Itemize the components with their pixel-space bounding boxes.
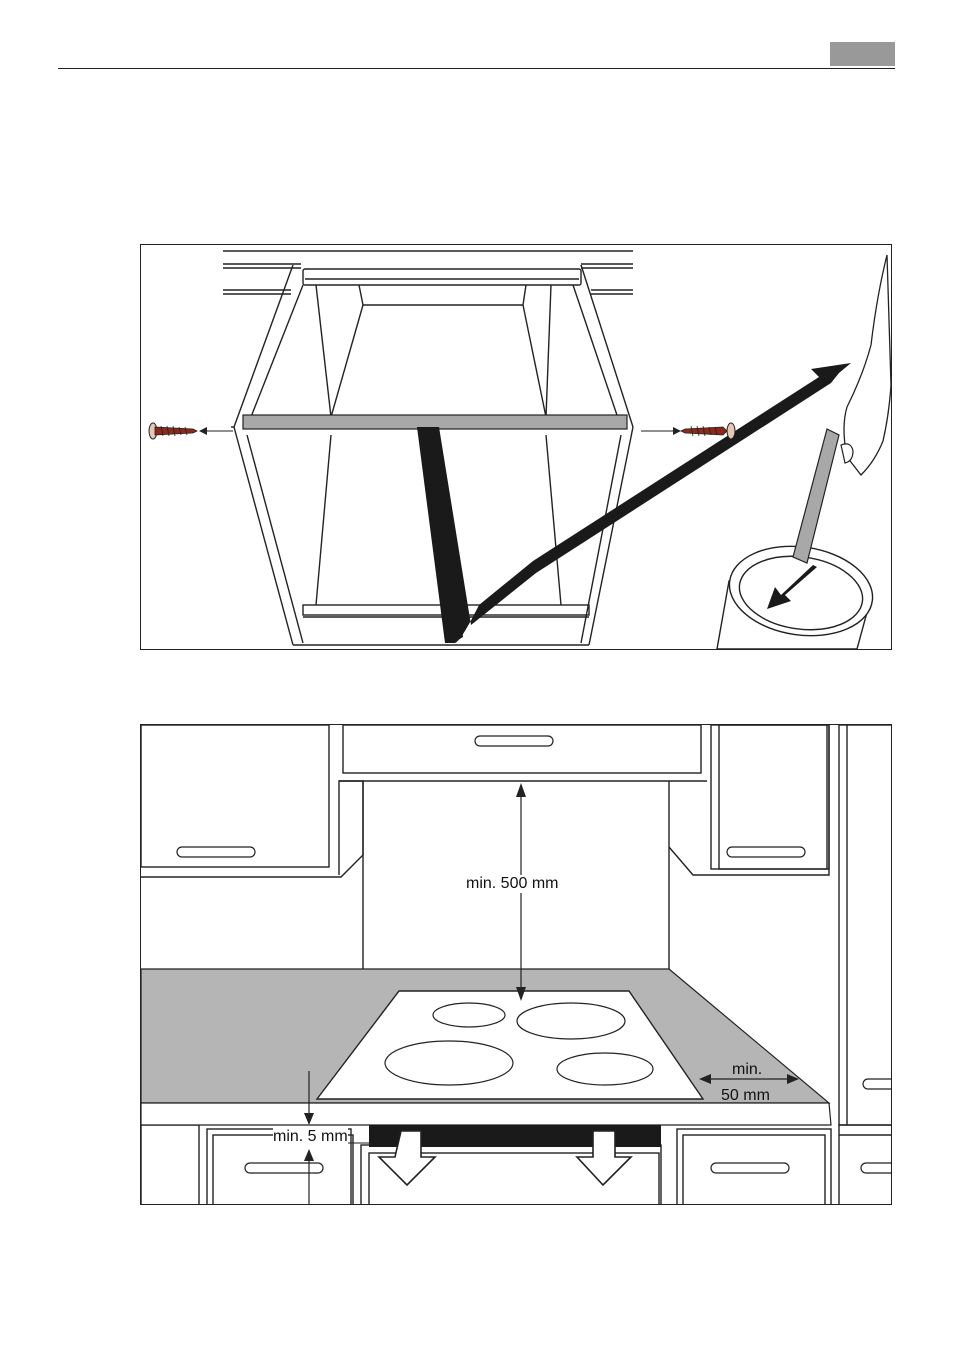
label-min-50-line2: 50 mm: [721, 1087, 770, 1105]
header-rule: [58, 68, 895, 69]
cabinet-illustration: [141, 245, 891, 649]
hood-cabinet: [343, 725, 701, 773]
label-min-5: min. 5 mm: [273, 1128, 348, 1146]
header-section-tab: [830, 42, 895, 66]
label-min-50-line1: min.: [732, 1061, 762, 1079]
figure-clearances: min. 500 mm min. 50 mm min. 5 mm: [140, 724, 892, 1205]
figure-remove-strip: [140, 244, 892, 650]
label-min-500: min. 500 mm: [466, 875, 558, 893]
screw-icon: [149, 423, 197, 439]
cross-strip: [243, 415, 627, 429]
hand-icon: [793, 255, 891, 563]
upper-cabinet: [141, 725, 329, 867]
kitchen-illustration: [141, 725, 891, 1204]
